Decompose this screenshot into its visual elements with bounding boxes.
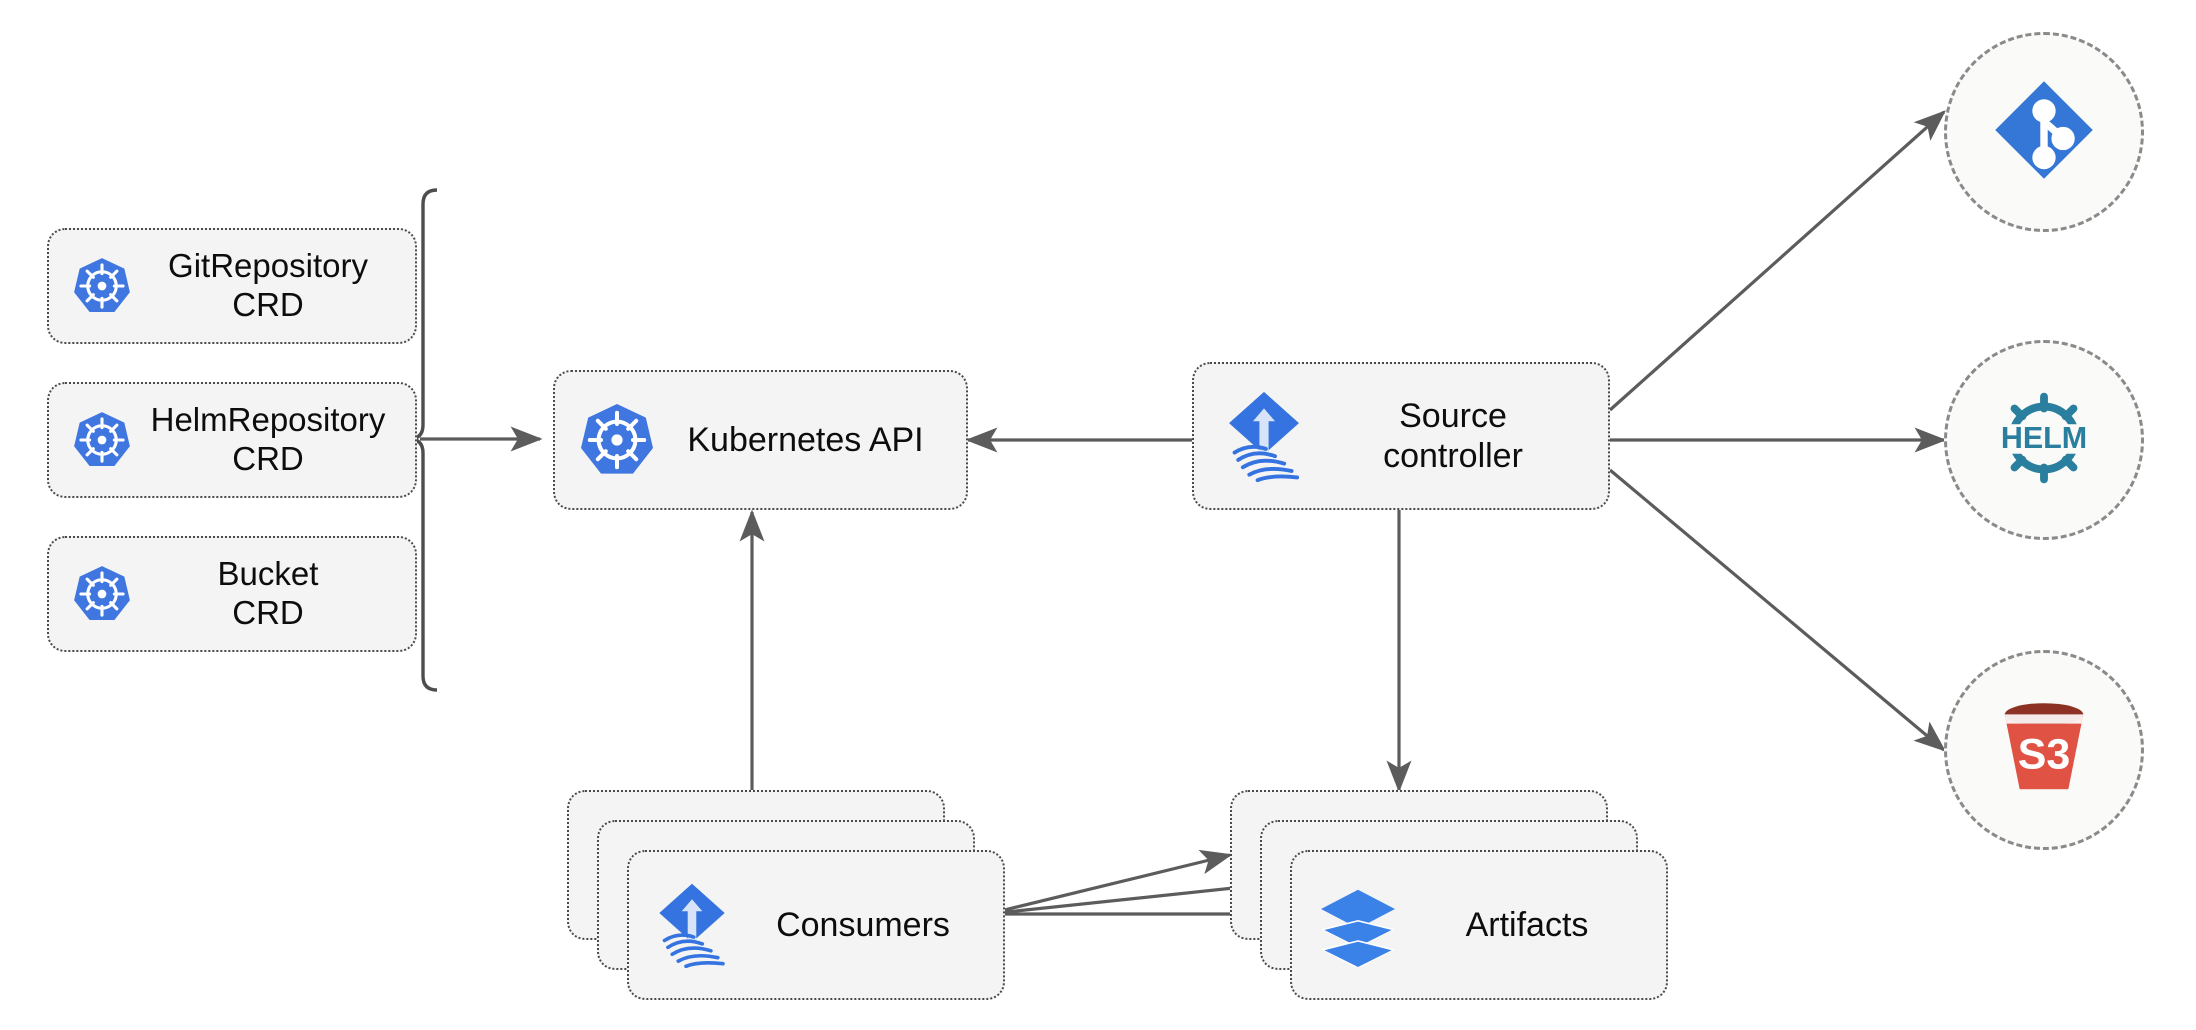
node-label: Artifacts (1465, 905, 1589, 944)
endpoint-git[interactable] (1944, 32, 2144, 232)
edge-consumers-to-artifacts-2 (987, 875, 1265, 916)
node-consumers[interactable]: Consumers (627, 850, 1005, 1000)
helm-icon: HELM (1985, 379, 2103, 502)
node-label: Kubernetes API (687, 420, 924, 459)
crd-label: Bucket CRD (217, 555, 319, 631)
kubernetes-icon (577, 400, 657, 480)
s3-label: S3 (2018, 730, 2071, 778)
crd-label: GitRepository CRD (168, 247, 368, 323)
layers-icon (1316, 883, 1400, 967)
edge-source-to-s3 (1608, 468, 1946, 752)
edge-consumers-to-artifacts-1 (987, 849, 1233, 916)
flux-icon (649, 879, 735, 971)
helm-label: HELM (2001, 420, 2087, 454)
crd-card-bucket[interactable]: Bucket CRD (47, 536, 417, 652)
kubernetes-icon (71, 255, 133, 317)
s3-icon: S3 (1988, 692, 2100, 809)
crd-card-helmrepository[interactable]: HelmRepository CRD (47, 382, 417, 498)
kubernetes-icon (71, 409, 133, 471)
endpoint-helm[interactable]: HELM (1944, 340, 2144, 540)
node-label: Source controller (1383, 396, 1523, 475)
crd-card-gitrepository[interactable]: GitRepository CRD (47, 228, 417, 344)
flux-icon (1218, 388, 1310, 484)
endpoint-s3[interactable]: S3 (1944, 650, 2144, 850)
node-artifacts[interactable]: Artifacts (1290, 850, 1668, 1000)
crd-label: HelmRepository CRD (150, 401, 386, 477)
node-source-controller[interactable]: Source controller (1192, 362, 1610, 510)
node-label: Consumers (776, 905, 950, 944)
git-icon (1991, 77, 2097, 188)
edge-source-to-git (1608, 110, 1946, 412)
kubernetes-icon (71, 563, 133, 625)
node-kubernetes-api[interactable]: Kubernetes API (553, 370, 968, 510)
